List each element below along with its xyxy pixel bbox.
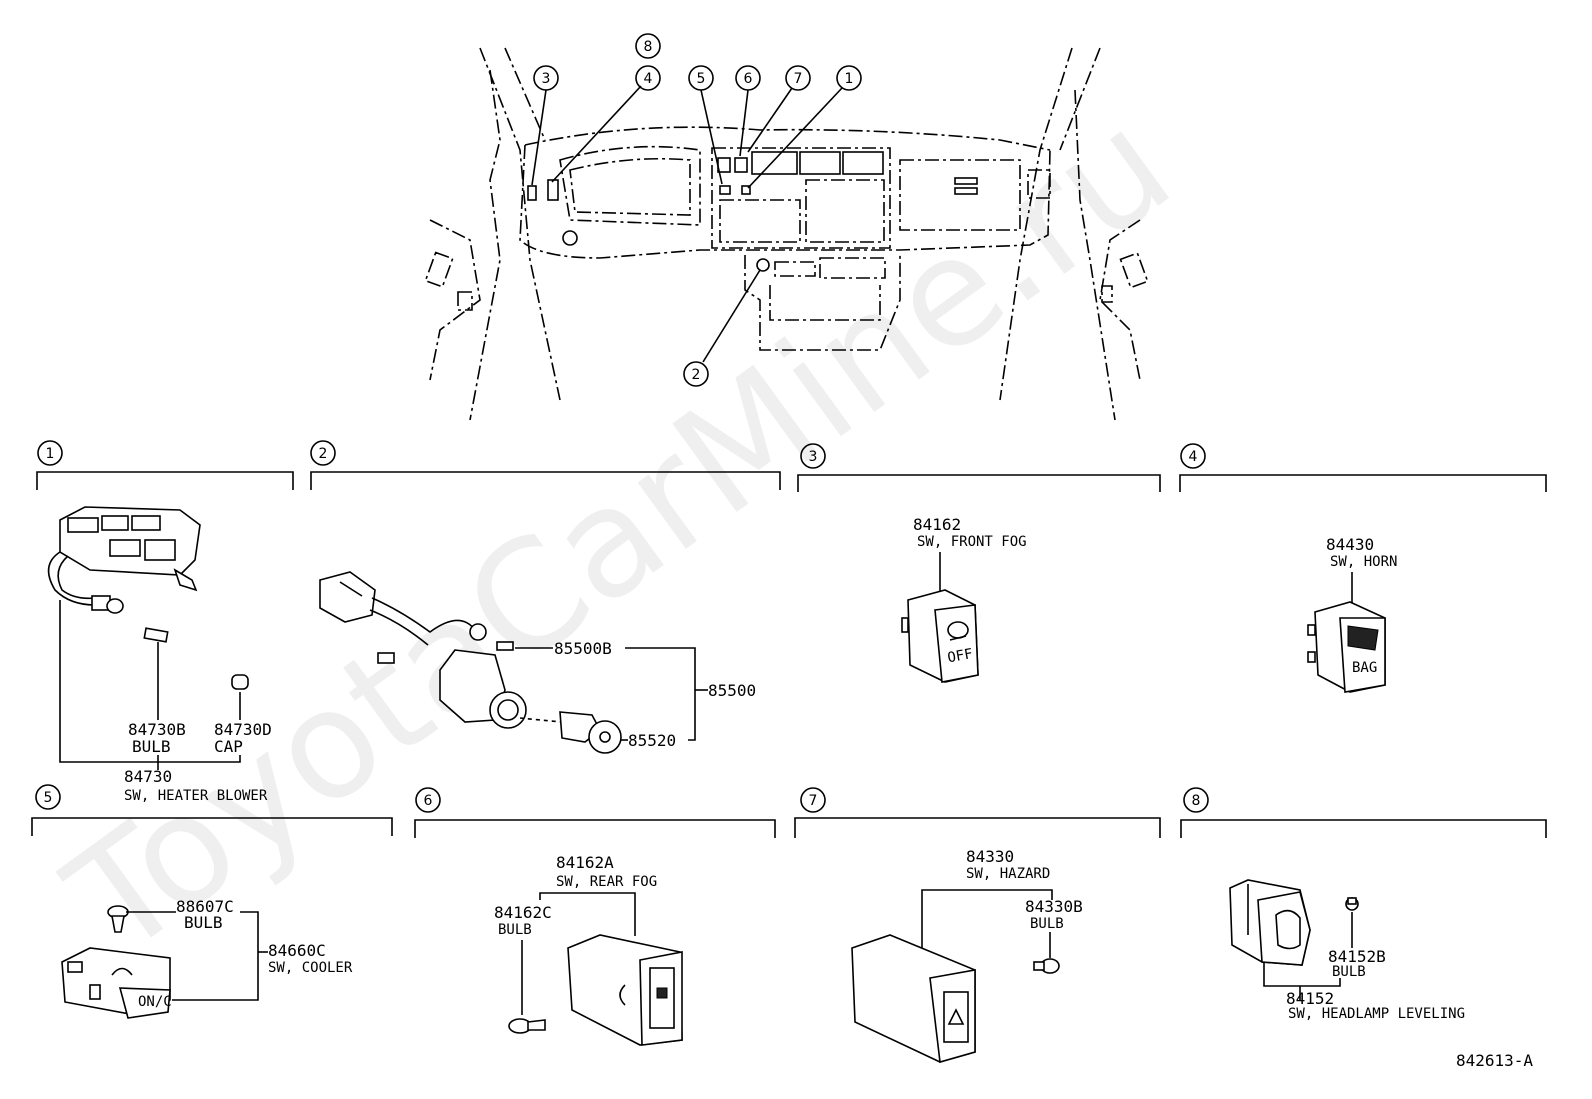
- section-7: 7 84330 SW, HAZARD 84330B BULB: [794, 787, 1161, 1064]
- label-84162c: 84162C: [494, 903, 552, 922]
- watermark: ToyotaCarMine.ru: [38, 78, 1201, 990]
- headlamp-leveling-bulb: [1345, 897, 1359, 911]
- cigarette-lighter-assembly: [319, 571, 622, 754]
- cooler-bulb: [107, 905, 129, 933]
- svg-text:4: 4: [1189, 449, 1198, 465]
- svg-text:OFF: OFF: [946, 646, 974, 666]
- callout-8: [635, 33, 661, 59]
- callout-2: [683, 361, 709, 387]
- callout-4: [635, 65, 661, 91]
- label-bulb-7: BULB: [1030, 916, 1064, 932]
- callout-5: [688, 65, 714, 91]
- section-3: 3 84162 SW, FRONT FOG OFF: [797, 443, 1161, 683]
- overview-callouts: 3 8 4 5 6 7 1 2: [531, 33, 862, 387]
- bulb-part: [143, 627, 169, 643]
- svg-text:BAG: BAG: [1352, 660, 1377, 676]
- svg-text:1: 1: [46, 446, 55, 462]
- label-bulb: BULB: [132, 737, 171, 756]
- callout-6: [735, 65, 761, 91]
- label-84660c: 84660C: [268, 941, 326, 960]
- label-bulb-6: BULB: [498, 922, 532, 938]
- svg-text:8: 8: [1192, 793, 1201, 809]
- label-bulb-5: BULB: [184, 913, 223, 932]
- label-84730b: 84730B: [128, 720, 186, 739]
- section-4: 4 84430 SW, HORN BAG: [1179, 443, 1547, 693]
- svg-text:3: 3: [542, 71, 551, 87]
- label-84162a: 84162A: [556, 853, 614, 872]
- svg-text:3: 3: [809, 449, 818, 465]
- hazard-bulb: [1033, 958, 1060, 974]
- label-84152b: 84152B: [1328, 947, 1386, 966]
- hazard-switch: [851, 934, 976, 1064]
- section-8: 8 84152B BULB 84152 SW, HEADLAMP LEVELIN…: [1180, 787, 1547, 1022]
- label-sw-front-fog: SW, FRONT FOG: [917, 534, 1027, 550]
- label-85520: 85520: [628, 731, 676, 750]
- label-sw-hazard: SW, HAZARD: [966, 866, 1050, 882]
- label-sw-headlamp-leveling: SW, HEADLAMP LEVELING: [1288, 1006, 1465, 1022]
- svg-text:4: 4: [644, 71, 653, 87]
- callout-3: [533, 65, 559, 91]
- svg-text:6: 6: [744, 71, 753, 87]
- rear-fog-bulb: [508, 1018, 546, 1034]
- cap-part: [231, 674, 249, 690]
- svg-text:ON/C: ON/C: [138, 994, 172, 1010]
- section-1: 1 84730B BULB 84730D CAP 84730 SW, HEATE…: [36, 440, 294, 804]
- section-6: 6 84162A SW, REAR FOG 84162C BULB: [414, 787, 776, 1046]
- label-sw-cooler: SW, COOLER: [268, 960, 353, 976]
- svg-text:8: 8: [644, 39, 653, 55]
- label-cap: CAP: [214, 737, 243, 756]
- section-5: 5 88607C BULB ON/C 84660C SW, COOLER: [31, 784, 393, 1019]
- svg-text:7: 7: [794, 71, 803, 87]
- label-84152: 84152: [1286, 989, 1334, 1008]
- heater-blower-switch: [47, 506, 201, 614]
- svg-text:2: 2: [319, 446, 328, 462]
- headlamp-leveling-switch: [1229, 879, 1311, 966]
- cooler-switch: ON/C: [61, 947, 172, 1019]
- section-2: 2 85500B 85500 85520: [310, 440, 781, 754]
- label-85500: 85500: [708, 681, 756, 700]
- label-85500b: 85500B: [554, 639, 612, 658]
- svg-text:5: 5: [44, 790, 53, 806]
- label-84430: 84430: [1326, 535, 1374, 554]
- svg-text:1: 1: [845, 71, 854, 87]
- front-fog-switch: OFF: [901, 589, 979, 683]
- svg-text:2: 2: [692, 367, 701, 383]
- rear-fog-switch: [567, 934, 683, 1046]
- svg-text:5: 5: [697, 71, 706, 87]
- label-84162: 84162: [913, 515, 961, 534]
- label-84330b: 84330B: [1025, 897, 1083, 916]
- diagram-code: 842613-A: [1456, 1051, 1533, 1070]
- label-sw-rear-fog: SW, REAR FOG: [556, 874, 657, 890]
- label-sw-horn: SW, HORN: [1330, 554, 1397, 570]
- label-84730: 84730: [124, 767, 172, 786]
- horn-switch: BAG: [1307, 601, 1386, 693]
- svg-text:7: 7: [809, 793, 818, 809]
- label-sw-heater-blower: SW, HEATER BLOWER: [124, 788, 268, 804]
- label-84730d: 84730D: [214, 720, 272, 739]
- svg-text:6: 6: [424, 793, 433, 809]
- dashboard-overview: [424, 47, 1149, 421]
- label-88607c: 88607C: [176, 897, 234, 916]
- label-84330: 84330: [966, 847, 1014, 866]
- callout-7: [785, 65, 811, 91]
- label-bulb-8: BULB: [1332, 964, 1366, 980]
- callout-1: [836, 65, 862, 91]
